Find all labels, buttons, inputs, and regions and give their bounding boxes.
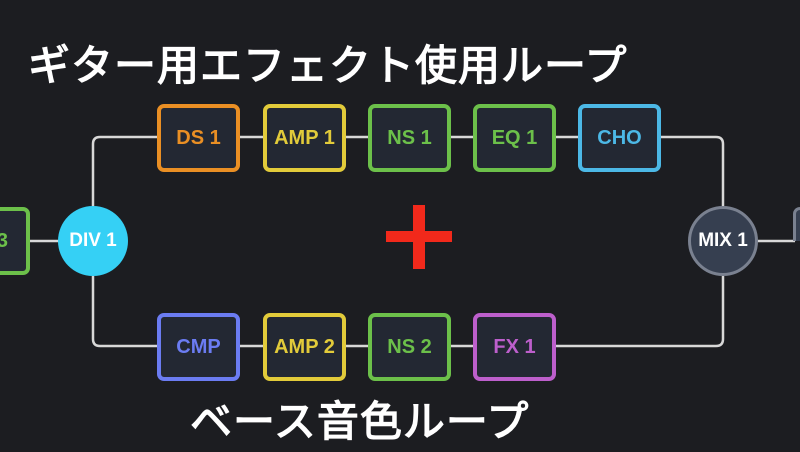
block-label: CMP — [176, 335, 221, 358]
block-label: AMP 1 — [274, 126, 335, 149]
split-node-label: DIV 1 — [69, 230, 117, 251]
block-label: NS 2 — [387, 335, 432, 358]
block-path-b[interactable]: FX 1 — [473, 313, 556, 381]
mixer-node-label: MIX 1 — [698, 230, 748, 251]
previous-block-label: 3 — [0, 229, 8, 252]
block-path-a[interactable]: AMP 1 — [263, 104, 346, 172]
block-label: FX 1 — [493, 335, 536, 358]
block-path-a[interactable]: CHO — [578, 104, 661, 172]
plus-icon-vertical — [413, 205, 425, 269]
block-path-a[interactable]: NS 1 — [368, 104, 451, 172]
wire-path-b-to-mix — [553, 276, 725, 348]
block-path-a[interactable]: DS 1 — [157, 104, 240, 172]
wire-path-a-to-mix — [658, 135, 725, 206]
guitar-loop-title: ギター用エフェクト使用ループ — [28, 41, 628, 90]
wire-split-to-path-b — [91, 276, 160, 348]
bass-loop-title: ベース音色ループ — [190, 397, 530, 446]
block-path-a[interactable]: EQ 1 — [473, 104, 556, 172]
next-block[interactable] — [793, 207, 800, 241]
block-label: DS 1 — [176, 126, 221, 149]
block-label: NS 1 — [387, 126, 432, 149]
block-label: AMP 2 — [274, 335, 335, 358]
split-node[interactable]: DIV 1 — [58, 206, 128, 276]
mixer-node[interactable]: MIX 1 — [688, 206, 758, 276]
block-path-b[interactable]: NS 2 — [368, 313, 451, 381]
block-label: CHO — [597, 126, 642, 149]
block-path-b[interactable]: CMP — [157, 313, 240, 381]
previous-block[interactable]: 3 — [0, 207, 30, 275]
block-label: EQ 1 — [491, 126, 538, 149]
wire-split-to-path-a — [91, 135, 160, 206]
block-path-b[interactable]: AMP 2 — [263, 313, 346, 381]
